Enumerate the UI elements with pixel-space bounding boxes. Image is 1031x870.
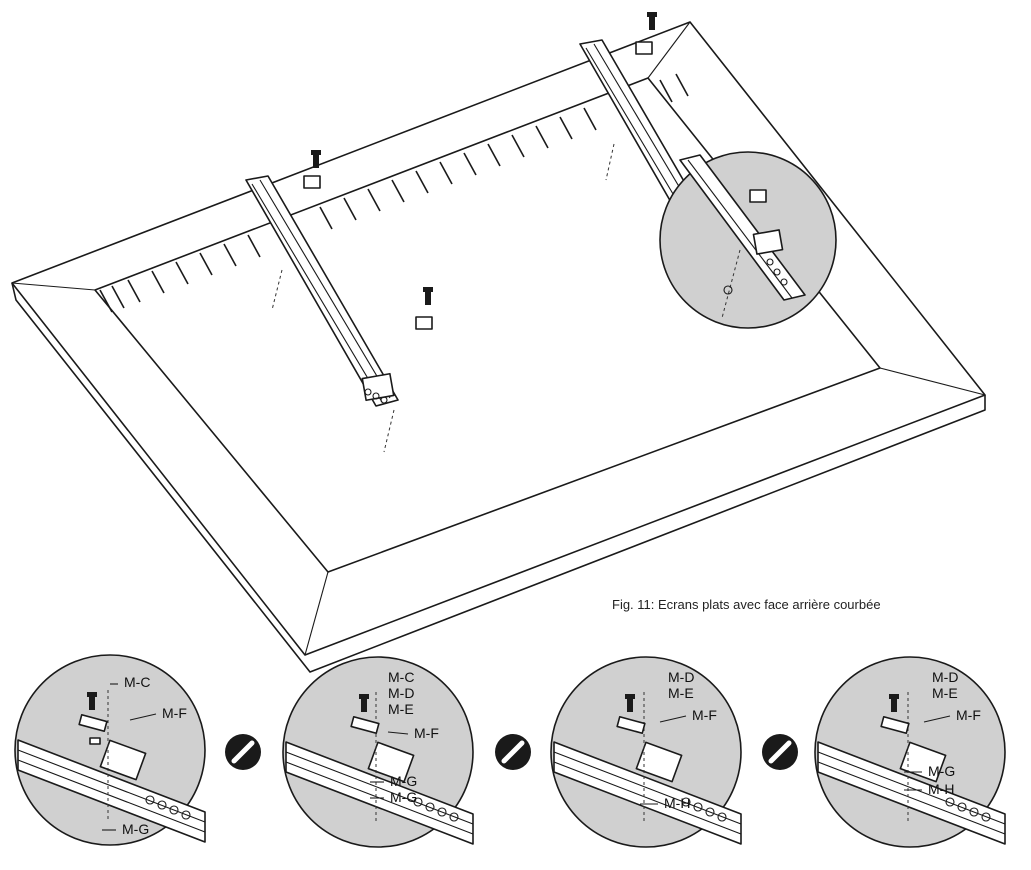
- label-m-c: M-C: [388, 669, 414, 685]
- label-m-e: M-E: [932, 685, 958, 701]
- label-m-d: M-D: [932, 669, 958, 685]
- label-m-g: M-G: [390, 773, 417, 789]
- label-m-h: M-H: [664, 795, 690, 811]
- detail-1: M-C M-F M-G: [14, 654, 206, 846]
- label-m-h: M-H: [928, 781, 954, 797]
- detail-3: M-D M-E M-F M-H: [550, 656, 742, 848]
- label-m-d: M-D: [668, 669, 694, 685]
- label-m-f: M-F: [692, 707, 717, 723]
- left-bracket: [245, 150, 433, 453]
- label-m-f: M-F: [414, 725, 439, 741]
- label-m-d: M-D: [388, 685, 414, 701]
- label-m-g: M-G: [928, 763, 955, 779]
- magnified-detail: [659, 151, 837, 329]
- detail-2: M-C M-D M-E M-F M-G M-G: [282, 656, 474, 848]
- right-bracket: [579, 12, 770, 271]
- figure-caption: Fig. 11: Ecrans plats avec face arrière …: [612, 597, 881, 612]
- detail-4: M-D M-E M-F M-G M-H: [814, 656, 1006, 848]
- label-m-e: M-E: [388, 701, 414, 717]
- label-m-g: M-G: [122, 821, 149, 837]
- label-m-f: M-F: [956, 707, 981, 723]
- screen-back: [11, 21, 986, 673]
- or-icon: [495, 734, 531, 770]
- screw-icon: [647, 12, 657, 30]
- or-icon: [225, 734, 261, 770]
- label-m-c: M-C: [124, 674, 150, 690]
- vent-slots: [99, 73, 689, 313]
- label-m-f: M-F: [162, 705, 187, 721]
- label-m-g: M-G: [390, 789, 417, 805]
- label-m-e: M-E: [668, 685, 694, 701]
- or-icon: [762, 734, 798, 770]
